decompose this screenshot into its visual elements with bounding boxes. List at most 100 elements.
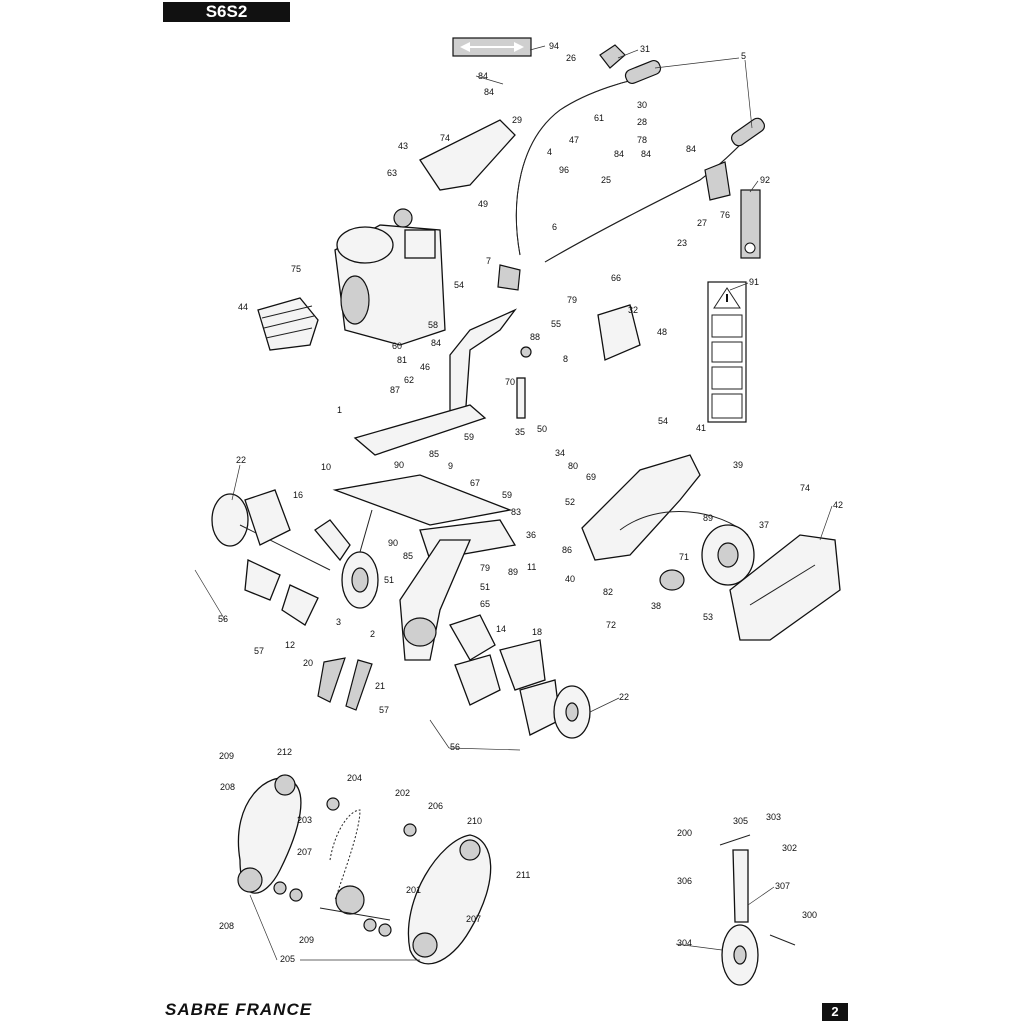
part-label: 209 <box>219 751 234 761</box>
part-label: 84 <box>484 87 494 97</box>
part-label: 84 <box>641 149 651 159</box>
part-label: 65 <box>480 599 490 609</box>
part-label: 86 <box>562 545 572 555</box>
part-label: 303 <box>766 812 781 822</box>
part-label: 32 <box>628 305 638 315</box>
part-label: 62 <box>404 375 414 385</box>
part-label: 74 <box>440 133 450 143</box>
part-label: 72 <box>606 620 616 630</box>
part-label: 41 <box>696 423 706 433</box>
part-label: 36 <box>526 530 536 540</box>
part-label: 300 <box>802 910 817 920</box>
part-label: 70 <box>505 377 515 387</box>
part-label: 55 <box>551 319 561 329</box>
part-label: 2 <box>370 629 375 639</box>
chain-case-left <box>237 774 302 894</box>
part-label: 81 <box>397 355 407 365</box>
part-label: 52 <box>565 497 575 507</box>
right-grip <box>730 117 766 147</box>
part-label: 59 <box>502 490 512 500</box>
chassis-plate <box>353 404 487 456</box>
part-label: 28 <box>637 117 647 127</box>
part-label: 11 <box>527 562 536 572</box>
part-label: 96 <box>559 165 569 175</box>
page-number: 2 <box>822 1003 848 1021</box>
part-label: 54 <box>454 280 464 290</box>
part-label: 53 <box>703 612 713 622</box>
part-label: 210 <box>467 816 482 826</box>
left-grip <box>624 59 662 85</box>
part-label: 10 <box>321 462 331 472</box>
part-label: 5 <box>741 51 746 61</box>
part-label: 304 <box>677 938 692 948</box>
part-label: 94 <box>549 41 559 51</box>
engine <box>334 208 446 346</box>
safety-icons-panel <box>707 281 747 423</box>
part-label: 89 <box>703 513 713 523</box>
part-label: 80 <box>568 461 578 471</box>
part-label: 89 <box>508 567 518 577</box>
part-label: 91 <box>749 277 759 287</box>
part-label: 14 <box>496 624 506 634</box>
part-label: 6 <box>552 222 557 232</box>
part-label: 74 <box>800 483 810 493</box>
part-label: 22 <box>236 455 246 465</box>
part-label: 88 <box>530 332 540 342</box>
center-tines <box>399 539 561 736</box>
chain-case-right <box>407 834 492 965</box>
part-label: 207 <box>297 847 312 857</box>
part-label: 50 <box>537 424 547 434</box>
part-label: 66 <box>611 273 621 283</box>
part-label: 67 <box>470 478 480 488</box>
part-label: 23 <box>677 238 687 248</box>
part-label: 202 <box>395 788 410 798</box>
part-label: 56 <box>218 614 228 624</box>
part-label: 18 <box>532 627 542 637</box>
part-label: 30 <box>637 100 647 110</box>
part-label: 46 <box>420 362 430 372</box>
part-label: 31 <box>640 44 650 54</box>
part-label: 12 <box>285 640 295 650</box>
part-label: 9 <box>448 461 453 471</box>
part-label: 82 <box>603 587 613 597</box>
part-label: 25 <box>601 175 611 185</box>
frame-plate <box>332 474 513 526</box>
part-label: 205 <box>280 954 295 964</box>
part-label: 44 <box>238 302 248 312</box>
part-label: 58 <box>428 320 438 330</box>
column-and-gearbox <box>449 264 641 421</box>
part-label: 208 <box>219 921 234 931</box>
part-label: 26 <box>566 53 576 63</box>
part-label: 200 <box>677 828 692 838</box>
part-label: 76 <box>720 210 730 220</box>
part-label: 56 <box>450 742 460 752</box>
part-label: 38 <box>651 601 661 611</box>
belt-housing <box>581 454 755 591</box>
part-label: 84 <box>686 144 696 154</box>
right-side-disc <box>553 685 591 739</box>
part-label: 69 <box>586 472 596 482</box>
direction-plate <box>452 37 532 57</box>
part-label: 207 <box>466 914 481 924</box>
part-label: 84 <box>478 71 488 81</box>
part-label: 212 <box>277 747 292 757</box>
exhaust-guard <box>257 297 319 351</box>
part-label: 57 <box>254 646 264 656</box>
part-label: 39 <box>733 460 743 470</box>
part-label: 21 <box>375 681 385 691</box>
part-label: 37 <box>759 520 769 530</box>
part-label: 4 <box>547 147 552 157</box>
part-label: 51 <box>384 575 394 585</box>
part-label: 57 <box>379 705 389 715</box>
part-label: 305 <box>733 816 748 826</box>
part-label: 8 <box>563 354 568 364</box>
part-label: 42 <box>833 500 843 510</box>
part-label: 79 <box>567 295 577 305</box>
part-label: 84 <box>614 149 624 159</box>
part-label: 34 <box>555 448 565 458</box>
part-label: 204 <box>347 773 362 783</box>
part-label: 302 <box>782 843 797 853</box>
model-tag: S6S2 <box>163 2 290 22</box>
part-label: 63 <box>387 168 397 178</box>
